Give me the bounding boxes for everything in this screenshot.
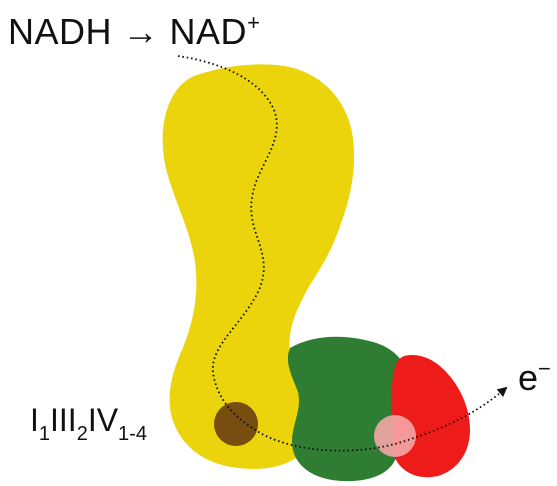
product-charge-text: + — [247, 10, 261, 35]
quinone-site-dot — [214, 402, 258, 446]
electron-label: e− — [518, 357, 551, 398]
supercomplex-label: I1III2IV1-4 — [30, 402, 147, 444]
complex-i-count: 1 — [38, 423, 51, 445]
cytochrome-site-dot — [374, 415, 416, 457]
arrow-text: → — [122, 11, 160, 52]
electron-charge: − — [538, 356, 551, 381]
complex-iii-shape — [287, 336, 406, 482]
electron-path-line — [177, 55, 508, 452]
reactant-text: NADH — [8, 11, 113, 52]
complex-i-shape — [162, 64, 355, 469]
complex-iii-letter: III — [50, 402, 77, 438]
complex-iv-shape — [391, 354, 470, 478]
complex-iii-count: 2 — [76, 423, 88, 445]
reaction-label: NADH → NAD+ — [8, 11, 260, 52]
complex-iv-count: 1-4 — [118, 423, 147, 445]
electron-symbol: e — [518, 357, 539, 398]
complex-i-letter: I — [30, 402, 39, 438]
product-text: NAD — [169, 11, 248, 52]
complex-iv-letter: IV — [87, 402, 119, 438]
